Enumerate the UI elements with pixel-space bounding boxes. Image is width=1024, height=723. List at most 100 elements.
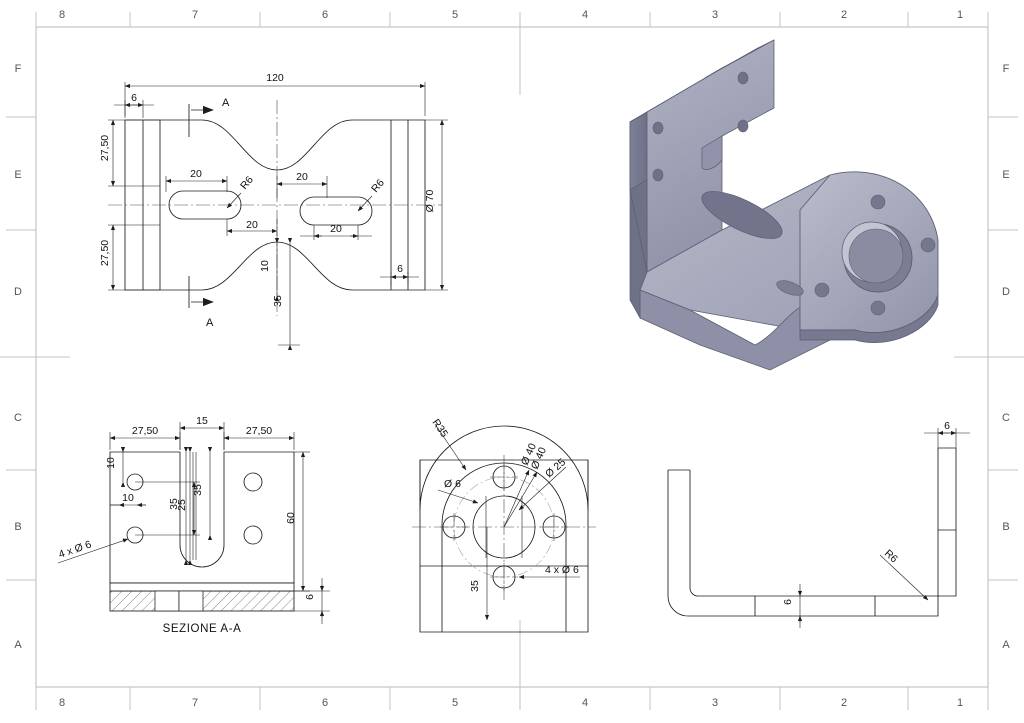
zone-col-top-6: 6 <box>322 9 328 21</box>
zone-col-bot-7: 7 <box>192 697 198 709</box>
dim-halfwidth-upper: 27,50 <box>99 119 160 187</box>
dim-notch-depth: 10 <box>259 237 280 302</box>
flange-bolt-hole-1 <box>870 194 886 210</box>
sheet-frame: 8 7 6 5 4 3 2 1 8 7 6 5 4 3 2 1 F E D C … <box>0 9 1024 710</box>
front-flange-view: R35 Ø 6 Ø 40 Ø 40 Ø 25 4 x Ø 6 35 <box>412 417 596 633</box>
dim-section-25-val: 25 <box>176 499 188 511</box>
bracket-isometric-3d-view <box>629 39 939 371</box>
right-profile-view: 6 6 R6 <box>667 420 970 628</box>
dim-120: 120 <box>266 72 284 84</box>
flange-bolt-hole-4 <box>814 282 830 298</box>
dim-section-10-horiz: 10 <box>110 492 146 508</box>
dim-2750-lower: 27,50 <box>99 240 111 266</box>
dim-20-left: 20 <box>190 168 202 180</box>
zone-row-right-F: F <box>1003 63 1010 75</box>
dim-section-slot-width: 15 <box>179 415 225 450</box>
dim-6-left: 6 <box>131 92 137 104</box>
zone-row-right-C: C <box>1002 412 1010 424</box>
tab-hole-3 <box>737 71 749 85</box>
dim-R35-val: R35 <box>430 417 451 440</box>
dim-slot-radius-right: R6 <box>357 177 387 212</box>
dim-20-offset-lower: 20 <box>246 219 258 231</box>
zone-row-right-D: D <box>1002 286 1010 298</box>
dim-20-offset-upper: 20 <box>296 171 308 183</box>
tab-hole-2 <box>652 168 664 182</box>
zone-ticks-top <box>35 12 989 95</box>
dim-section-6: 6 <box>294 578 330 624</box>
flange-bolt-hole-2 <box>920 237 936 253</box>
dim-flange-right: 6 <box>380 263 419 286</box>
zone-col-top-1: 1 <box>957 9 963 21</box>
dim-front-35: 35 <box>469 580 481 592</box>
dim-slot-left-length: 20 <box>165 168 228 192</box>
dim-right-R6: R6 <box>882 547 900 565</box>
zone-row-left-A: A <box>14 639 22 651</box>
zone-row-left-E: E <box>14 169 21 181</box>
zone-col-top-7: 7 <box>192 9 198 21</box>
dim-section-2750-left: 27,50 <box>132 425 158 437</box>
section-label-top-A: A <box>222 97 230 109</box>
zone-col-bot-5: 5 <box>452 697 458 709</box>
dim-overall-length: 120 <box>124 72 426 116</box>
zone-col-bot-2: 2 <box>841 697 847 709</box>
callout-section-holes: 4 x Ø 6 <box>57 538 129 564</box>
dim-20-right: 20 <box>330 223 342 235</box>
dim-section-left-2750: 27,50 <box>109 425 181 450</box>
zone-col-bot-4: 4 <box>582 697 588 709</box>
base-slot-hole <box>701 191 783 239</box>
dim-diameter-70: Ø 70 <box>424 119 448 291</box>
zone-col-top-8: 8 <box>59 9 65 21</box>
section-mark-bottom: A <box>188 276 214 329</box>
dim-d6-val: Ø 6 <box>444 478 461 490</box>
dim-R6-left: R6 <box>238 174 256 192</box>
dim-section-35-hole-val: 35 <box>192 484 204 496</box>
dim-notch-position: 35 <box>272 237 300 351</box>
callout-front-holes: 4 x Ø 6 <box>518 564 580 580</box>
zone-col-top-5: 5 <box>452 9 458 21</box>
zone-row-left-B: B <box>14 521 21 533</box>
zone-row-left-C: C <box>14 412 22 424</box>
dim-right-base-thickness: 6 <box>782 584 803 628</box>
dim-section-60: 60 <box>285 451 310 592</box>
section-mark-top: A <box>188 97 230 137</box>
dim-section-35-slot: 35 <box>168 446 197 566</box>
flange-bolt-hole-3 <box>870 300 886 316</box>
dim-section-6-val: 6 <box>304 594 316 600</box>
dim-6-right: 6 <box>397 263 403 275</box>
zone-row-right-E: E <box>1002 169 1009 181</box>
dim-section-10-top: 10 <box>105 457 117 469</box>
dim-front-d6: Ø 6 <box>437 478 479 504</box>
zone-row-right-B: B <box>1002 521 1009 533</box>
dim-slot-right-length: 20 <box>300 223 372 240</box>
zone-col-bot-3: 3 <box>712 697 718 709</box>
zone-ticks-right <box>954 116 1024 581</box>
section-label-bottom-A: A <box>206 317 214 329</box>
dim-section-35-hole: 35 <box>192 446 213 541</box>
dim-10: 10 <box>259 260 271 272</box>
zone-ticks-bottom <box>35 620 989 710</box>
dim-section-2750-right: 27,50 <box>246 425 272 437</box>
dim-slot-offset-upper: 20 <box>276 171 328 198</box>
dim-section-10-vert: 10 <box>105 446 126 488</box>
callout-4xd6-section: 4 x Ø 6 <box>57 538 93 560</box>
dim-front-center-height: 35 <box>469 527 490 621</box>
dim-section-35-slot-val: 35 <box>168 498 180 510</box>
dim-section-10-left: 10 <box>122 492 134 504</box>
dim-2750-upper: 27,50 <box>99 135 111 161</box>
dim-35-top: 35 <box>272 295 284 307</box>
zone-ticks-left <box>0 116 70 581</box>
dim-right-6-base: 6 <box>782 599 794 605</box>
dim-slot-radius-left: R6 <box>226 174 256 209</box>
dim-R6-right: R6 <box>369 177 387 195</box>
section-hole-tr <box>243 472 263 492</box>
section-title: SEZIONE A-A <box>163 623 242 635</box>
callout-4xd6-front: 4 x Ø 6 <box>545 564 579 576</box>
dim-right-wall-thickness: 6 <box>924 420 970 448</box>
dim-halfwidth-lower: 27,50 <box>99 224 160 291</box>
dim-section-right-2750: 27,50 <box>223 425 295 450</box>
zone-row-left-D: D <box>14 286 22 298</box>
slot-right <box>299 196 373 226</box>
dim-slot-offset-lower: 20 <box>226 219 278 236</box>
